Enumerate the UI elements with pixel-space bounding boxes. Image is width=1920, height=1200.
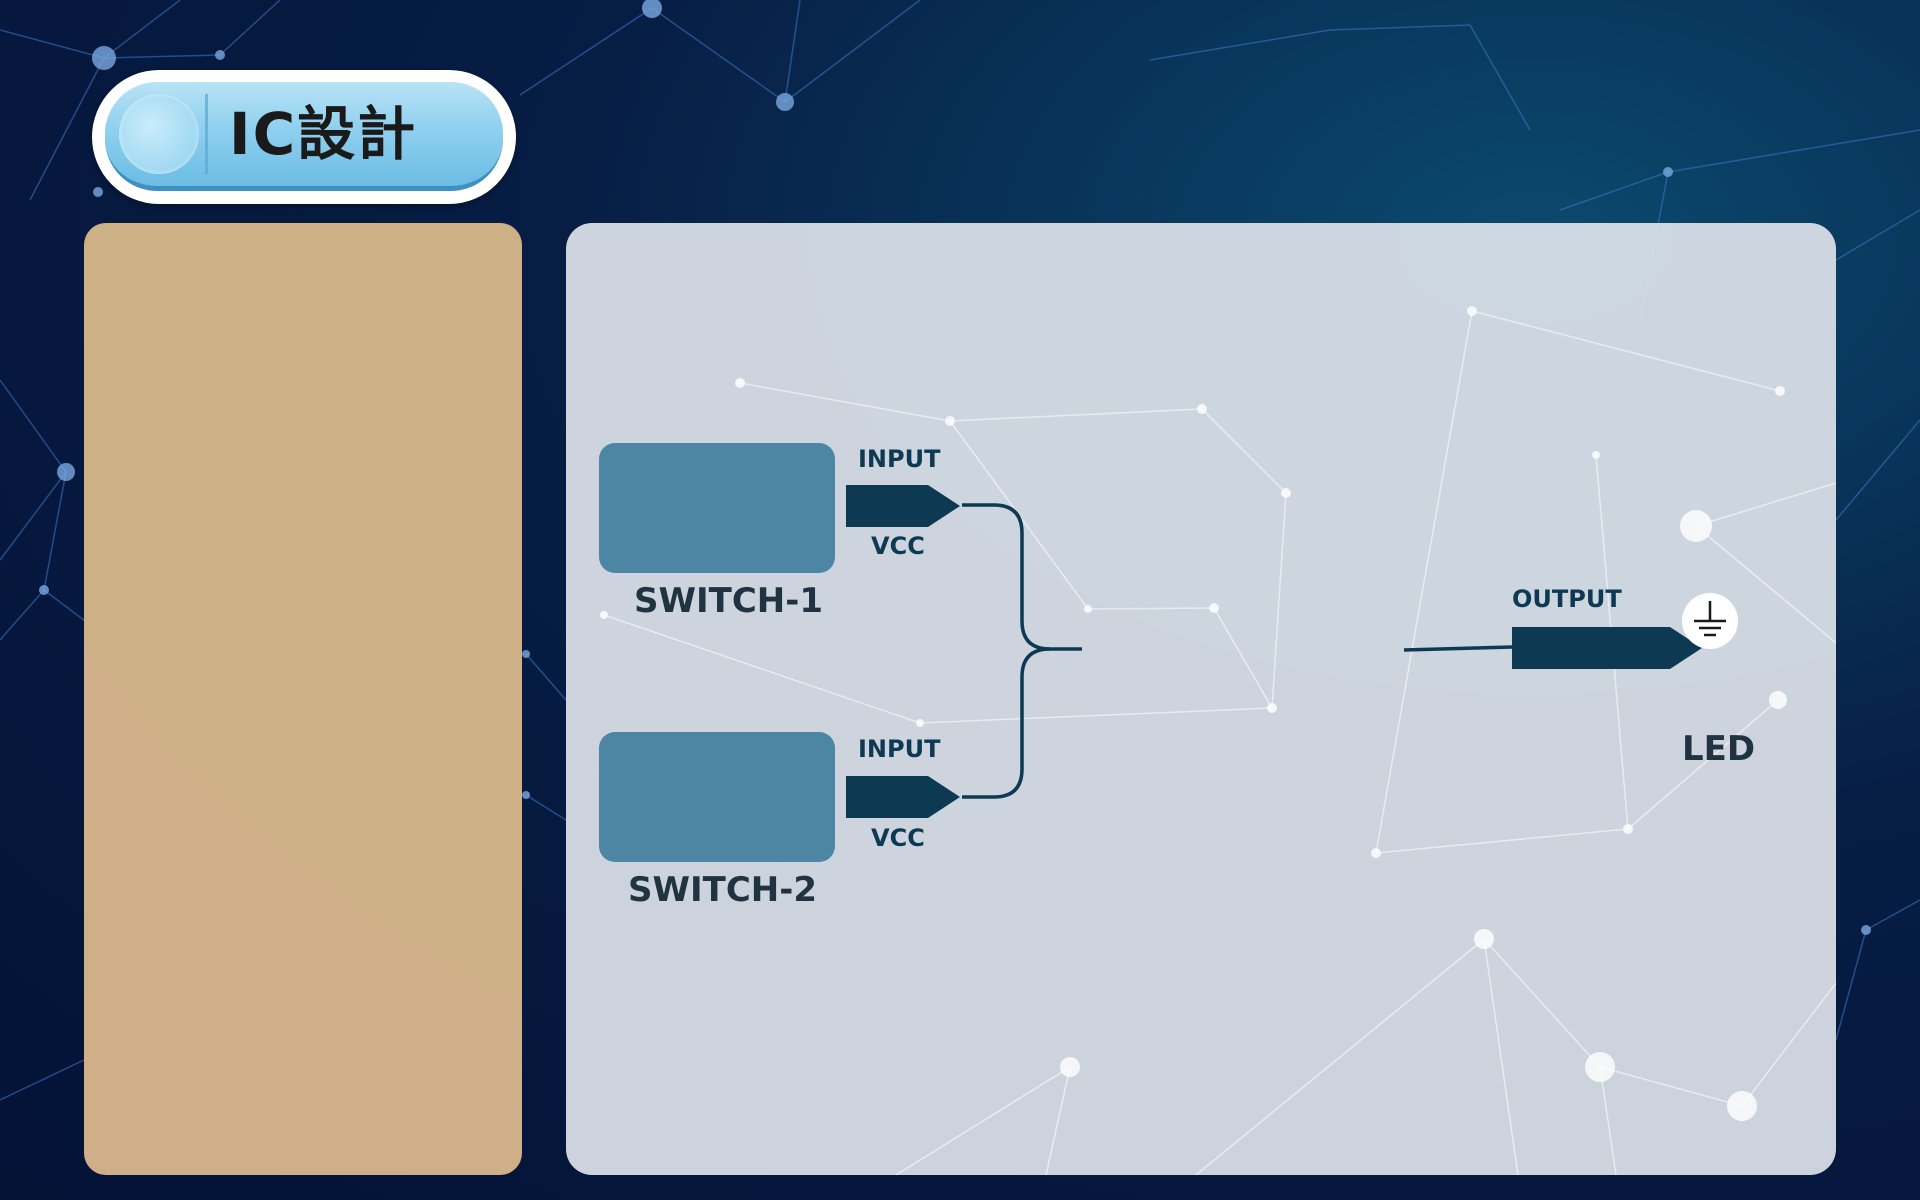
page-title: IC設計 [229,100,418,168]
switch-2-vcc-label: VCC [871,824,925,852]
switch-1-label: SWITCH-1 [634,581,824,621]
switch-2-input-label: INPUT [858,735,941,763]
side-panel [84,223,522,1175]
diagram-panel: INPUT VCC SWITCH-1 INPUT VCC SWITCH-2 OU… [566,223,1836,1175]
merge-brace-lower [962,647,1051,799]
title-badge: IC設計 [92,70,516,204]
switch-1-vcc-label: VCC [871,532,925,560]
title-divider [205,94,208,174]
switch-2-connector [846,776,960,818]
output-label: OUTPUT [1512,585,1622,613]
led-label: LED [1682,729,1756,769]
merge-brace [962,503,1082,651]
switch-1-input-label: INPUT [858,445,941,473]
ground-icon [1682,593,1738,649]
output-wire [1403,645,1513,652]
panel-network [600,306,1836,1175]
output-connector-body [1512,627,1702,669]
switch-2-block [599,732,835,862]
title-badge-inner: IC設計 [105,82,503,191]
switch-2-label: SWITCH-2 [628,870,818,910]
circuit-wiring [846,485,1738,818]
title-knob-icon [119,94,199,174]
switch-1-connector [846,485,960,527]
switch-1-block [599,443,835,573]
